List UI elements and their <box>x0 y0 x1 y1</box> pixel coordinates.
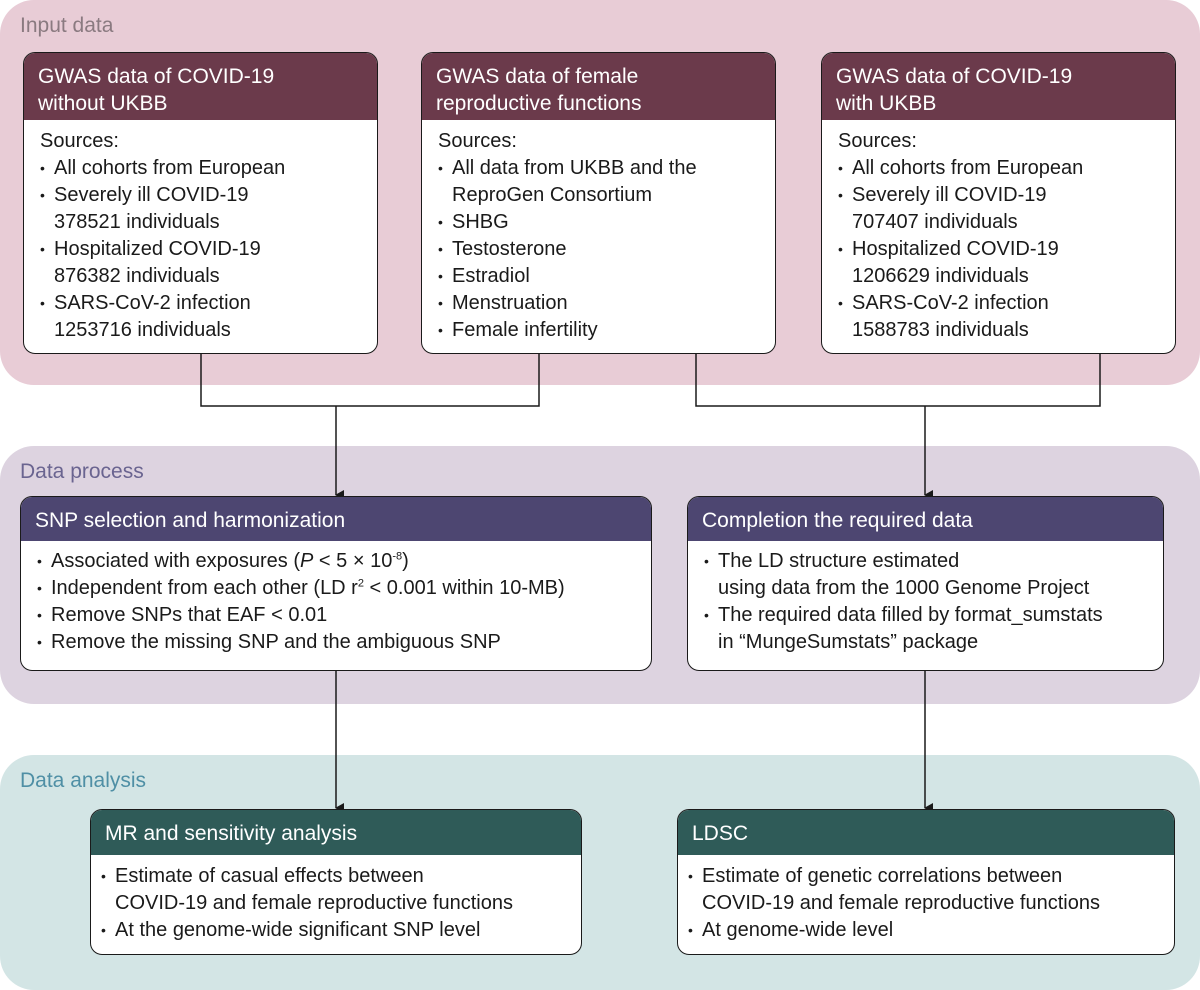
list-item-continuation: 1588783 individuals <box>852 319 1029 341</box>
list-item: •SHBG <box>438 211 509 233</box>
list-item: •The required data filled by format_sums… <box>704 604 1103 626</box>
list-item: •All data from UKBB and the <box>438 157 697 179</box>
list-item-continuation: COVID-19 and female reproductive functio… <box>115 892 513 914</box>
list-item-continuation: 876382 individuals <box>54 265 220 287</box>
snp-selection-title: SNP selection and harmonization <box>21 497 651 541</box>
sources-label: Sources: <box>438 130 517 152</box>
list-item: •All cohorts from European <box>40 157 286 179</box>
covid-with-ukbb-box: GWAS data of COVID-19 with UKBB Sources:… <box>821 52 1176 354</box>
list-item-continuation: ReproGen Consortium <box>452 184 653 206</box>
data-analysis-title: Data analysis <box>20 769 147 792</box>
list-item-continuation: COVID-19 and female reproductive functio… <box>702 892 1100 914</box>
list-item: •The LD structure estimated <box>704 550 960 572</box>
mr-analysis-body: •Estimate of casual effects between COVI… <box>91 855 581 944</box>
list-item-continuation: in “MungeSumstats” package <box>718 631 979 653</box>
list-item: •Severely ill COVID-19 <box>838 184 1047 206</box>
list-item: •Female infertility <box>438 319 598 341</box>
list-item-continuation: 1253716 individuals <box>54 319 231 341</box>
ldsc-box: LDSC •Estimate of genetic correlations b… <box>677 809 1175 955</box>
list-item: •Hospitalized COVID-19 <box>838 238 1059 260</box>
list-item: •Estimate of genetic correlations betwee… <box>688 865 1063 887</box>
covid-without-ukbb-title: GWAS data of COVID-19 without UKBB <box>24 53 377 120</box>
data-process-title: Data process <box>20 460 144 483</box>
snp-selection-box: SNP selection and harmonization •Associa… <box>20 496 652 671</box>
list-item: •Remove the missing SNP and the ambiguou… <box>37 631 501 653</box>
snp-selection-body: •Associated with exposures (P < 5 × 10-8… <box>21 541 651 656</box>
covid-without-ukbb-body: Sources: •All cohorts from European •Sev… <box>24 120 377 344</box>
completion-box: Completion the required data •The LD str… <box>687 496 1164 671</box>
list-item-continuation: 378521 individuals <box>54 211 220 233</box>
female-reproductive-body: Sources: •All data from UKBB and the Rep… <box>422 120 775 344</box>
connector-input-to-snp <box>200 353 540 500</box>
list-item-continuation: using data from the 1000 Genome Project <box>718 577 1090 599</box>
mr-analysis-box: MR and sensitivity analysis •Estimate of… <box>90 809 582 955</box>
completion-title: Completion the required data <box>688 497 1163 541</box>
input-data-title: Input data <box>20 14 114 37</box>
list-item: •Remove SNPs that EAF < 0.01 <box>37 604 328 626</box>
covid-with-ukbb-title: GWAS data of COVID-19 with UKBB <box>822 53 1175 120</box>
female-reproductive-title: GWAS data of female reproductive functio… <box>422 53 775 120</box>
ldsc-body: •Estimate of genetic correlations betwee… <box>678 855 1174 944</box>
list-item: •Estradiol <box>438 265 530 287</box>
list-item: •SARS-CoV-2 infection <box>40 292 251 314</box>
list-item: •All cohorts from European <box>838 157 1084 179</box>
list-item: •Independent from each other (LD r2 < 0.… <box>37 577 565 599</box>
list-item-continuation: 1206629 individuals <box>852 265 1029 287</box>
mr-analysis-title: MR and sensitivity analysis <box>91 810 581 855</box>
list-item: •At genome-wide level <box>688 919 894 941</box>
female-reproductive-box: GWAS data of female reproductive functio… <box>421 52 776 354</box>
covid-with-ukbb-body: Sources: •All cohorts from European •Sev… <box>822 120 1175 344</box>
connector-input-to-completion <box>695 353 1101 500</box>
completion-body: •The LD structure estimated using data f… <box>688 541 1163 656</box>
list-item: •Testosterone <box>438 238 567 260</box>
list-item: •Estimate of casual effects between <box>101 865 424 887</box>
sources-label: Sources: <box>838 130 917 152</box>
ldsc-title: LDSC <box>678 810 1174 855</box>
list-item: •Hospitalized COVID-19 <box>40 238 261 260</box>
list-item: •Associated with exposures (P < 5 × 10-8… <box>37 550 409 572</box>
list-item: •At the genome-wide significant SNP leve… <box>101 919 481 941</box>
list-item: •Menstruation <box>438 292 568 314</box>
list-item: •Severely ill COVID-19 <box>40 184 249 206</box>
list-item: •SARS-CoV-2 infection <box>838 292 1049 314</box>
list-item-continuation: 707407 individuals <box>852 211 1018 233</box>
covid-without-ukbb-box: GWAS data of COVID-19 without UKBB Sourc… <box>23 52 378 354</box>
sources-label: Sources: <box>40 130 119 152</box>
